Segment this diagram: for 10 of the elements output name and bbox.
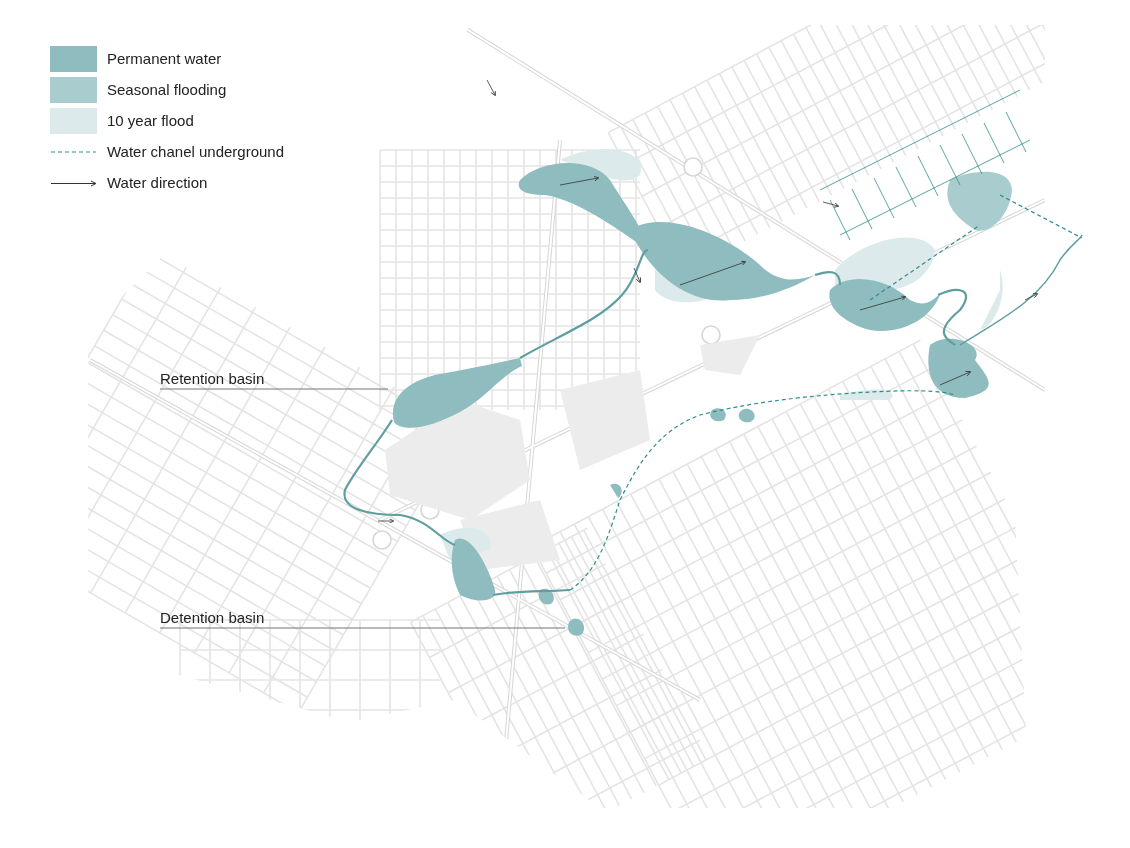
callout-label: Retention basin bbox=[160, 369, 280, 388]
legend-label: 10 year flood bbox=[107, 110, 194, 131]
leader-line bbox=[159, 388, 389, 390]
callout-label: Detention basin bbox=[160, 608, 286, 627]
legend-label: Water chanel underground bbox=[107, 141, 285, 162]
basin-shape bbox=[565, 617, 587, 637]
legend-label: Permanent water bbox=[107, 48, 222, 69]
legend-label: Water direction bbox=[107, 172, 208, 193]
legend-label: Seasonal flooding bbox=[107, 79, 227, 100]
leader-line bbox=[159, 627, 566, 629]
